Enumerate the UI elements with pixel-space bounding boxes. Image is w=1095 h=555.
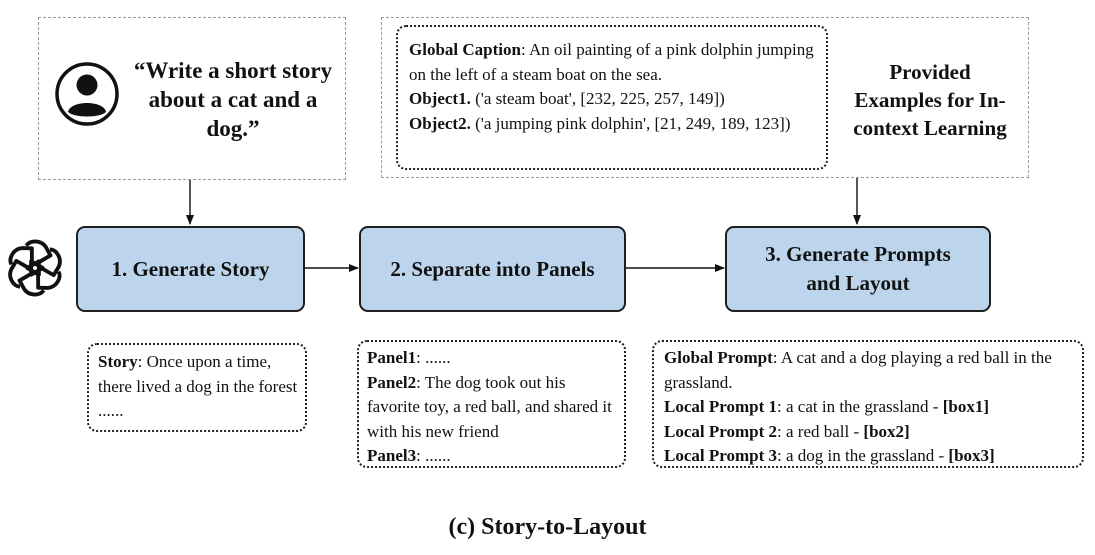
figure-caption: (c) Story-to-Layout: [448, 514, 647, 540]
examples-box: Global Caption: An oil painting of a pin…: [381, 17, 1029, 178]
story-label: Story: [98, 352, 138, 371]
local-prompt-1-line: Local Prompt 1: a cat in the grassland -…: [664, 395, 1074, 420]
global-caption-label: Global Caption: [409, 40, 521, 59]
local-prompt-1-text: : a cat in the grassland -: [777, 397, 943, 416]
openai-logo-icon: [8, 239, 62, 297]
panel3-label: Panel3: [367, 446, 417, 465]
local-prompt-3-label: Local Prompt 3: [664, 446, 778, 465]
panels-output-box: Panel1: ...... Panel2: The dog took out …: [357, 340, 626, 468]
object1-text: ('a steam boat', [232, 225, 257, 149]): [470, 89, 725, 108]
local-prompt-2-text: : a red ball -: [777, 421, 864, 441]
user-prompt-quote: “Write a short story about a cat and a d…: [133, 58, 333, 141]
global-prompt-text: : A cat and a dog playing a red ball in …: [664, 348, 1052, 392]
panel2-label: Panel2: [367, 372, 417, 392]
local-prompt-1-label: Local Prompt 1: [664, 397, 778, 416]
object1-label: Object1.: [409, 89, 471, 108]
panel2-line: Panel2: The dog took out his favorite to…: [367, 371, 616, 445]
local-prompt-1-box: [box1]: [942, 397, 989, 416]
global-prompt-line: Global Prompt: A cat and a dog playing a…: [664, 346, 1074, 395]
panel1-line: Panel1: ......: [367, 346, 616, 371]
step-generate-story: 1. Generate Story: [76, 226, 305, 312]
panel3-text: : ......: [416, 446, 451, 465]
provided-examples-label: Provided Examples for In-context Learnin…: [853, 60, 1007, 140]
step-separate-panels: 2. Separate into Panels: [359, 226, 626, 312]
story-output-box: Story: Once upon a time, there lived a d…: [87, 343, 307, 432]
example-annotation-box: Global Caption: An oil painting of a pin…: [396, 25, 828, 170]
local-prompt-2-box: [box2]: [863, 421, 910, 441]
local-prompt-2-label: Local Prompt 2: [664, 421, 778, 441]
local-prompt-3-box: [box3]: [948, 446, 995, 465]
panel1-text: : ......: [416, 348, 451, 367]
panel3-line: Panel3: ......: [367, 444, 616, 469]
local-prompt-2-line: Local Prompt 2: a red ball - [box2]: [664, 420, 1074, 445]
example-object1: Object1. ('a steam boat', [232, 225, 257…: [409, 87, 826, 112]
prompts-output-box: Global Prompt: A cat and a dog playing a…: [652, 340, 1084, 468]
user-avatar-icon: [55, 62, 119, 126]
user-prompt-box: “Write a short story about a cat and a d…: [38, 17, 346, 180]
example-global-caption: Global Caption: An oil painting of a pin…: [409, 38, 826, 87]
panel1-label: Panel1: [367, 348, 417, 367]
story-text: : Once upon a time, there lived a dog in…: [98, 352, 298, 420]
panel2-text: : The dog took out his favorite toy, a r…: [367, 372, 612, 441]
example-object2: Object2. ('a jumping pink dolphin', [21,…: [409, 112, 826, 137]
object2-label: Object2.: [409, 113, 471, 133]
step-generate-prompts-layout: 3. Generate Prompts and Layout: [725, 226, 991, 312]
global-prompt-label: Global Prompt: [664, 348, 773, 367]
object2-text: ('a jumping pink dolphin', [21, 249, 189…: [470, 113, 791, 133]
global-caption-text: : An oil painting of a pink dolphin jump…: [409, 40, 814, 84]
local-prompt-3-line: Local Prompt 3: a dog in the grassland -…: [664, 444, 1074, 469]
local-prompt-3-text: : a dog in the grassland -: [777, 446, 949, 465]
